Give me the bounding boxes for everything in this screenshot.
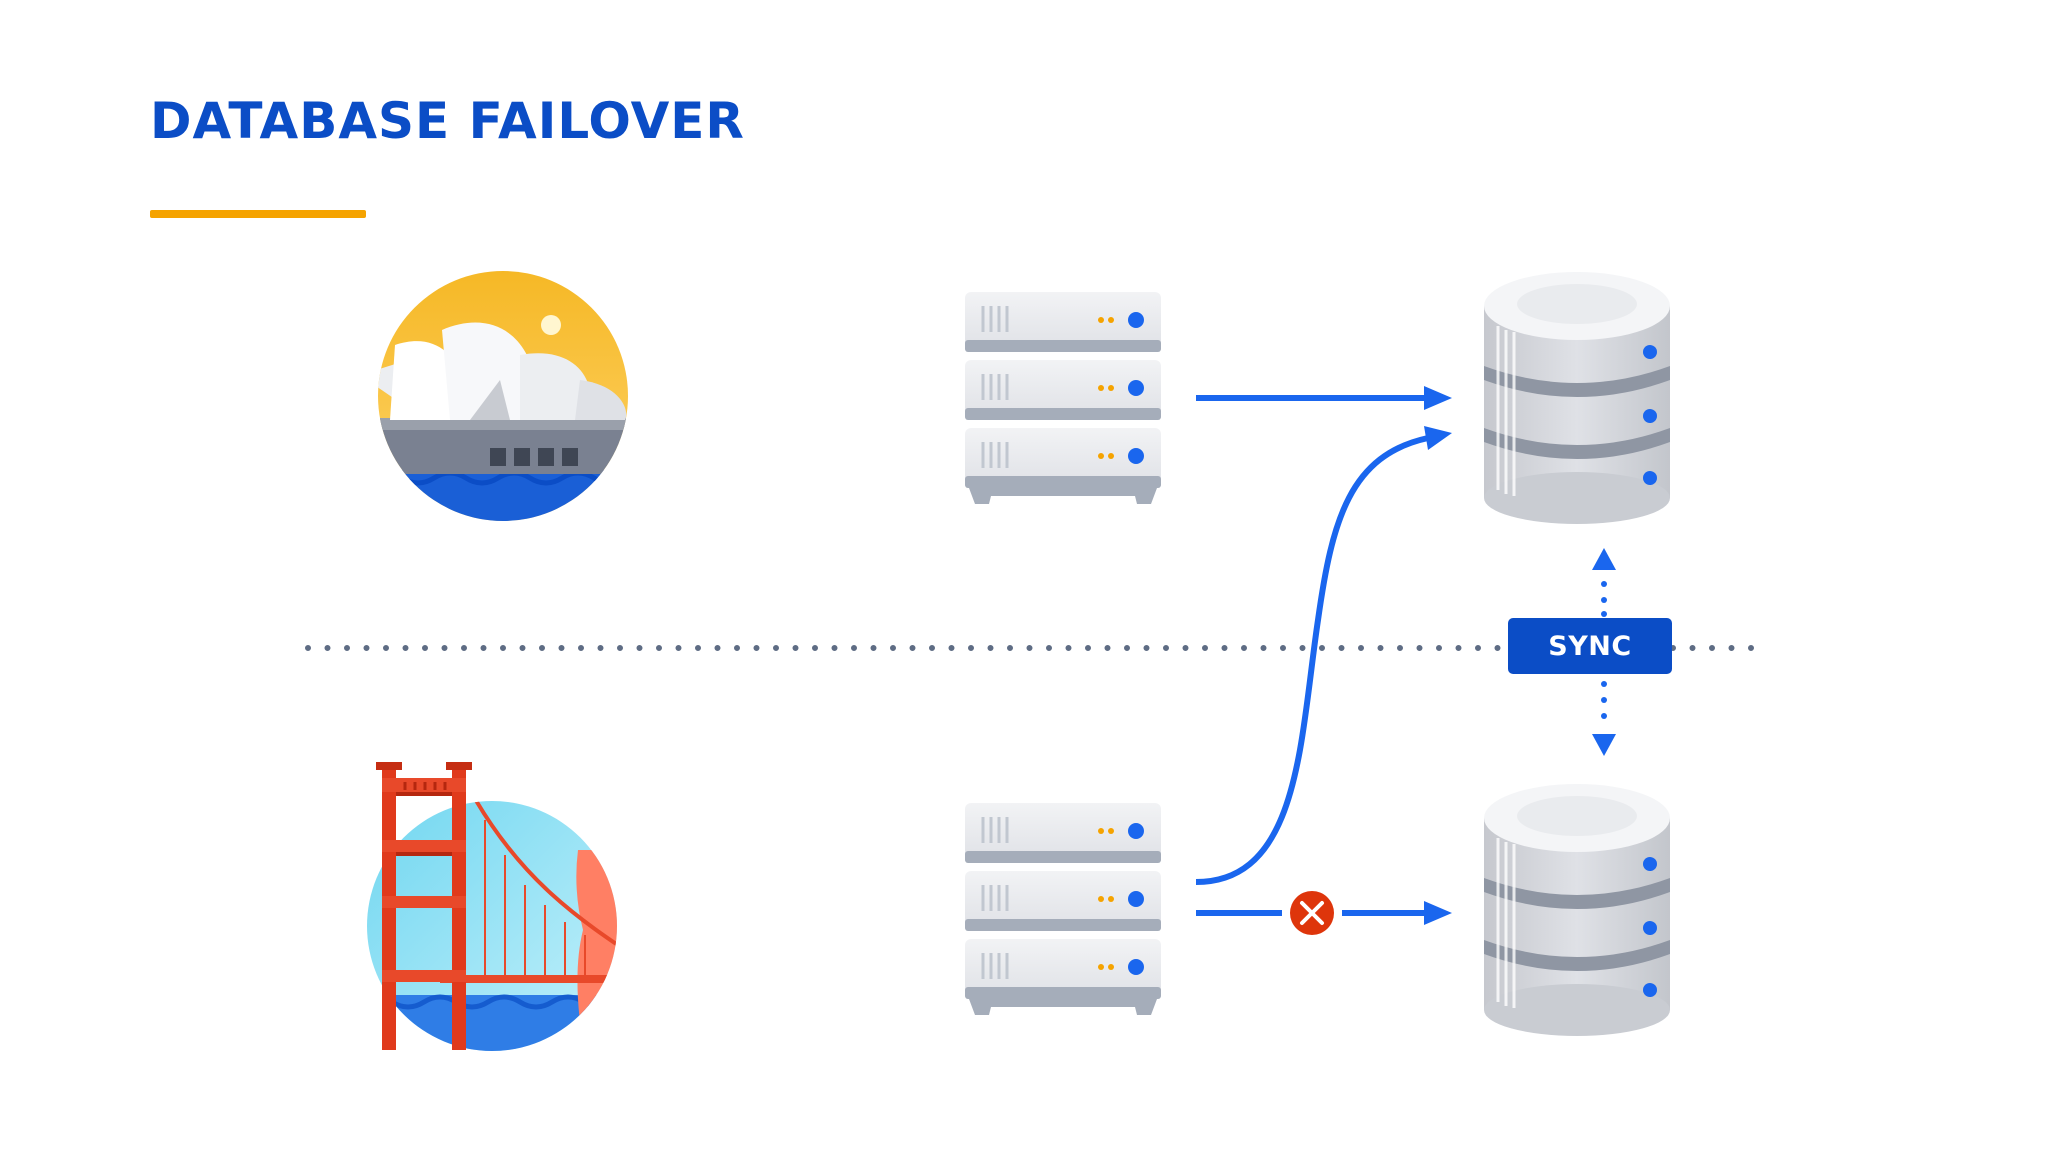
sydney-opera-house-icon xyxy=(378,271,628,521)
arrow-bottom-server-to-bottom-db-failed xyxy=(1196,901,1452,925)
server-rack-icon xyxy=(965,292,1161,504)
sync-badge: SYNC xyxy=(1508,618,1672,674)
sync-arrow-down xyxy=(1592,681,1616,756)
sync-arrow-up xyxy=(1592,548,1616,617)
server-rack-icon xyxy=(965,803,1161,1015)
database-icon xyxy=(1484,784,1670,1036)
page-title: DATABASE FAILOVER xyxy=(150,92,745,150)
database-icon xyxy=(1484,272,1670,524)
title-underline xyxy=(150,210,366,218)
golden-gate-bridge-icon xyxy=(367,762,617,1051)
arrow-top-server-to-top-db xyxy=(1196,386,1452,410)
x-circle-icon xyxy=(1290,891,1334,935)
arrow-bottom-server-to-top-db-failover xyxy=(1195,426,1452,885)
